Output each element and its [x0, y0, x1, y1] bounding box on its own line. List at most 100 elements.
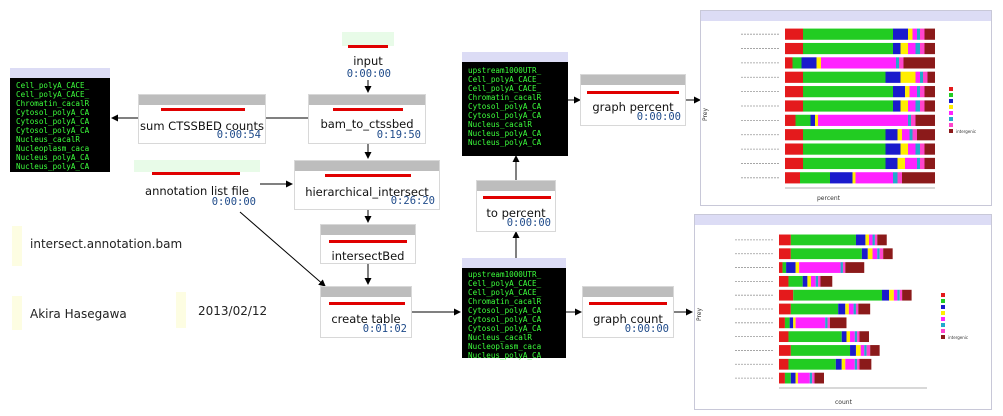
bar-segment	[900, 143, 908, 155]
chart-count-xlabel: count	[835, 399, 852, 406]
input-node[interactable]: input 0:00:00	[342, 32, 394, 80]
bar-segment	[893, 86, 905, 98]
bar-segment	[840, 262, 843, 273]
bar-segment	[924, 42, 935, 55]
bar-segment	[855, 303, 859, 315]
bar-segment	[785, 71, 803, 83]
note-author-bg	[12, 296, 22, 330]
bar-segment	[874, 234, 878, 246]
bar-segment	[803, 86, 893, 98]
bar-segment	[795, 372, 798, 384]
create-table-node[interactable]: create table 0:01:02	[320, 286, 412, 338]
note-file: intersect.annotation.bam	[30, 237, 183, 251]
bar-segment	[845, 358, 855, 370]
bar-segment	[848, 303, 854, 315]
terminal-line: Chromatin_cacalR	[468, 297, 542, 306]
graph-count-time: 0:00:00	[624, 323, 669, 335]
bar-segment	[917, 129, 935, 141]
arrow-annot-to-table	[239, 211, 326, 287]
sum-ctssbed-time: 0:00:54	[216, 129, 261, 141]
bar-segment	[900, 42, 908, 55]
bam-to-ctssbed-node[interactable]: bam_to_ctssbed 0:19:50	[308, 94, 426, 144]
bar-segment	[790, 248, 862, 260]
bar-segment	[889, 289, 894, 301]
bar-segment	[779, 358, 789, 370]
bar-segment	[860, 345, 865, 356]
bar-segment	[861, 248, 868, 260]
terminal-line: Nucleus_polyA_CA	[468, 138, 542, 147]
bar-segment	[788, 331, 842, 343]
bar-segment	[915, 100, 920, 112]
to-percent-label: to percent	[486, 206, 546, 220]
bar-segment	[915, 114, 935, 126]
bar-segment	[779, 275, 789, 287]
bar-segment	[917, 28, 920, 40]
terminal-line: Cell_polyA_CACE_	[16, 81, 90, 90]
hierarchical-intersect-node[interactable]: hierarchical_intersect 0:26:20	[294, 160, 440, 210]
graph-percent-time: 0:00:00	[636, 111, 681, 123]
bar-segment	[846, 331, 851, 343]
bar-segment	[784, 372, 791, 384]
terminal-line: Nucleus_cacalR	[468, 333, 533, 342]
bar-segment	[870, 345, 880, 356]
bar-segment	[807, 275, 811, 287]
terminal-bottom-mid[interactable]: upstream1000UTR_Cell_polyA_CACE_Cell_pol…	[462, 258, 566, 360]
bar-segment	[920, 71, 923, 83]
terminal-line: Nucleus_polyA_CA	[16, 162, 90, 171]
bar-segment	[864, 345, 867, 356]
annotation-list-node[interactable]: annotation list file 0:00:00	[134, 160, 260, 210]
terminal-top-mid[interactable]: upstream1000UTR_Cell_polyA_CACE_Cell_pol…	[462, 52, 568, 156]
bar-segment	[903, 57, 935, 69]
bar-segment	[855, 234, 866, 246]
bar-segment	[912, 129, 917, 141]
graph-count-label: graph count	[593, 312, 663, 326]
sum-ctssbed-node[interactable]: sum CTSSBED counts 0:00:54	[138, 94, 266, 144]
bar-segment	[795, 317, 826, 329]
note-author: Akira Hasegawa	[30, 307, 127, 321]
hierarchical-intersect-time: 0:26:20	[390, 195, 435, 207]
terminal-line: Cytosol_polyA_CA	[468, 306, 542, 315]
bar-segment	[802, 275, 808, 287]
bar-segment	[900, 100, 908, 112]
bar-segment	[785, 172, 800, 184]
bar-segment	[908, 28, 913, 40]
bar-segment	[825, 317, 828, 329]
bar-segment	[897, 172, 902, 184]
bar-segment	[923, 71, 928, 83]
terminal-line: Chromatin_cacalR	[16, 99, 90, 108]
bar-segment	[920, 86, 925, 98]
to-percent-node[interactable]: to percent 0:00:00	[476, 180, 556, 232]
bar-segment	[924, 143, 935, 155]
intersectbed-node[interactable]: intersectBed	[320, 224, 416, 264]
bar-segment	[915, 143, 920, 155]
bar-segment	[827, 317, 830, 329]
bar-segment	[917, 86, 920, 98]
terminal-line: upstream1000UTR_	[468, 270, 542, 279]
bar-segment	[927, 71, 935, 83]
bar-segment	[858, 303, 871, 315]
bar-segment	[795, 262, 800, 273]
chart-percent[interactable]: Prey percent intergenic	[700, 10, 992, 206]
bar-segment	[872, 234, 875, 246]
terminal-line: Nucleus_polyA_CA	[468, 129, 542, 138]
sum-ctssbed-label: sum CTSSBED counts	[140, 119, 264, 133]
bar-segment	[905, 157, 917, 170]
chart-count[interactable]: Prey count intergenic	[694, 214, 992, 410]
graph-count-node[interactable]: graph count 0:00:00	[582, 286, 674, 338]
chart-percent-xlabel: percent	[817, 195, 840, 202]
bar-segment	[908, 100, 916, 112]
graph-percent-node[interactable]: graph percent 0:00:00	[580, 74, 686, 126]
bar-segment	[893, 28, 908, 40]
bar-segment	[854, 331, 858, 343]
bar-segment	[785, 100, 803, 112]
terminal-left[interactable]: Cell_polyA_CACE_Cell_polyA_CACE_Chromati…	[10, 68, 110, 172]
bar-segment	[866, 345, 871, 356]
terminal-line: Nucleus_polyA_CA	[16, 153, 90, 162]
bar-segment	[920, 100, 925, 112]
bar-segment	[786, 262, 796, 273]
bar-segment	[909, 86, 917, 98]
bar-segment	[897, 129, 902, 141]
bar-segment	[909, 129, 913, 141]
create-table-time: 0:01:02	[362, 323, 407, 335]
bar-segment	[829, 317, 847, 329]
